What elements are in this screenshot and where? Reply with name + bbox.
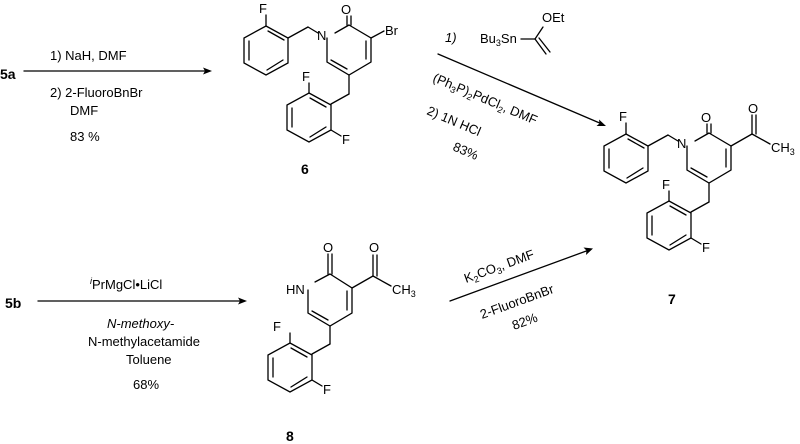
reaction-arrow-1: [23, 67, 212, 75]
atom-ch3: CH3: [392, 282, 416, 299]
atom-ch3: CH3: [771, 140, 795, 157]
atom-o: O: [748, 101, 758, 116]
r3-amide-1: N-methoxy-: [107, 316, 175, 331]
r4-yield: 82%: [510, 310, 540, 333]
r1-reagent-2: 2) 2-FluoroBnBr: [50, 85, 143, 100]
compound-label-5b: 5b: [5, 295, 21, 311]
reaction-arrow-3: [37, 297, 247, 305]
compound-label-5a: 5a: [0, 66, 16, 82]
compound-8: O O HN CH3 F F: [267, 240, 416, 397]
atom-o: O: [323, 240, 333, 255]
compound-label-7: 7: [668, 291, 676, 307]
atom-f: F: [273, 319, 281, 334]
atom-hn: HN: [286, 282, 305, 297]
r3-amide-2: N-methylacetamide: [88, 334, 200, 349]
reaction-arrow-2: [437, 53, 606, 126]
atom-o: O: [701, 110, 711, 125]
atom-f: F: [702, 240, 710, 255]
compound-label-6: 6: [301, 161, 309, 177]
atom-br: Br: [385, 23, 399, 38]
vinyl-stannane-reagent: Bu3Sn OEt: [480, 10, 565, 55]
atom-n: N: [317, 28, 326, 43]
r1-yield: 83 %: [70, 129, 100, 144]
r3-solvent: Toluene: [126, 352, 172, 367]
r1-solvent: DMF: [70, 103, 98, 118]
r2-step-2: 2) 1N HCl: [425, 103, 483, 139]
r4-base: K2CO3, DMF: [462, 247, 537, 288]
atom-f: F: [302, 69, 310, 84]
compound-label-8: 8: [286, 428, 294, 444]
atom-oet: OEt: [542, 10, 565, 25]
atom-o: O: [369, 240, 379, 255]
stannane-bu: Bu3Sn: [480, 31, 517, 48]
r2-yield: 83%: [451, 139, 481, 163]
r3-yield: 68%: [133, 377, 159, 392]
r2-step-1: 1): [445, 30, 457, 45]
atom-f: F: [619, 109, 627, 124]
compound-7: F N O O CH3 F F: [603, 101, 795, 255]
atom-f: F: [342, 132, 350, 147]
atom-n: N: [677, 136, 686, 151]
atom-o: O: [341, 2, 351, 17]
compound-6: F N O Br F F: [243, 1, 399, 147]
r3-reagent: iPrMgCl•LiCl: [90, 276, 162, 292]
atom-f: F: [259, 1, 267, 16]
atom-f: F: [323, 382, 331, 397]
atom-f: F: [662, 177, 670, 192]
reaction-arrow-4: [449, 247, 593, 302]
r1-reagent-1: 1) NaH, DMF: [50, 48, 127, 63]
